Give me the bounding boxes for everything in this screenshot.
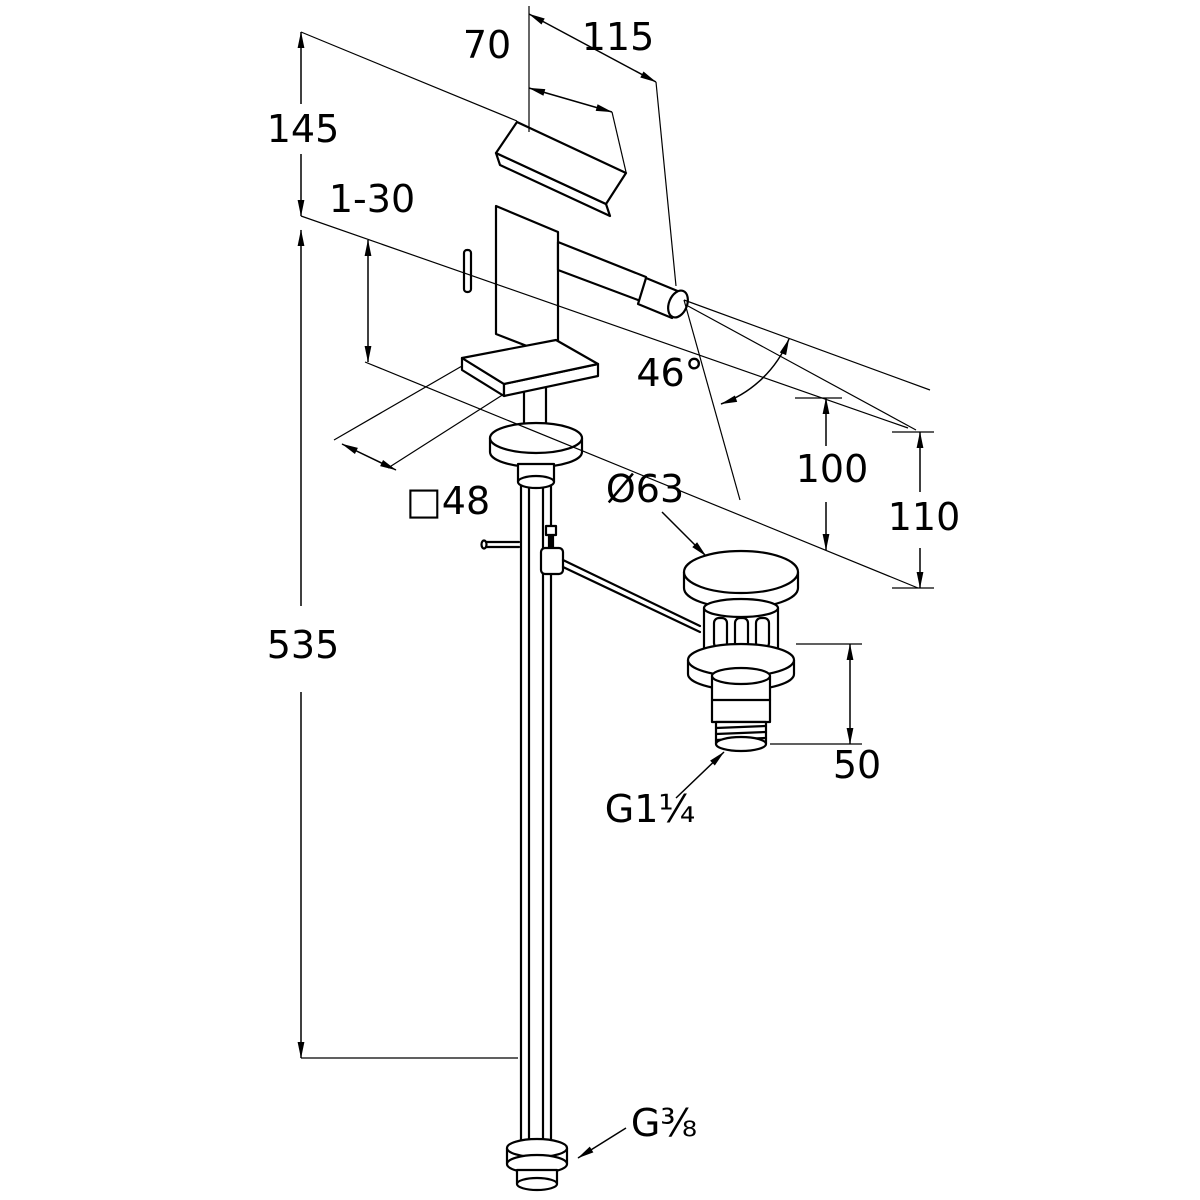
dim-label-115: 115 <box>582 15 655 59</box>
dim-label-g114: G1¼ <box>605 787 695 831</box>
mounting-shank <box>522 386 548 428</box>
dim-100: 100 <box>795 397 869 551</box>
dim-label-535: 535 <box>267 623 340 667</box>
dim-label-g38: G⅜ <box>631 1101 697 1145</box>
deck-reference-line <box>300 215 909 429</box>
supply-connector <box>505 1137 569 1192</box>
dim-label-50: 50 <box>833 743 881 787</box>
faucet-handle <box>494 120 628 218</box>
base-plate <box>460 338 600 398</box>
pop-up-waste <box>682 549 800 753</box>
waste-threaded-tail <box>714 720 768 753</box>
dim-115: 115 <box>528 13 677 287</box>
escutcheon <box>488 421 584 490</box>
dim-70: 70 <box>463 6 627 173</box>
dim-63: Ø63 <box>606 467 707 557</box>
hose-stub <box>480 539 521 550</box>
dim-145: 145 <box>267 31 518 217</box>
dim-label-145: 145 <box>267 107 340 151</box>
handle-top-face <box>494 120 628 206</box>
handle-pin <box>462 248 473 294</box>
aerator <box>636 276 689 320</box>
dim-label-46deg: 46° <box>636 351 703 395</box>
dim-1-30: 1-30 <box>329 177 415 363</box>
faucet-body-block <box>494 204 560 360</box>
dim-g38: G⅜ <box>577 1101 697 1159</box>
faucet-spout <box>556 240 648 305</box>
faucet <box>460 120 702 1148</box>
supply-pipes <box>519 482 553 1148</box>
spout-ray-mid <box>687 305 917 431</box>
dim-50: 50 <box>770 643 881 787</box>
pop-up-rod <box>539 524 702 634</box>
spout-ray-lower <box>683 299 741 501</box>
dim-535: 535 <box>267 229 518 1059</box>
waste-lower-body <box>710 666 772 724</box>
dim-label-1-30: 1-30 <box>329 177 415 221</box>
dim-label-70: 70 <box>463 23 511 67</box>
spout-ray-upper <box>683 299 931 391</box>
dim-48: □48 <box>333 365 505 523</box>
dim-label-110: 110 <box>888 495 961 539</box>
dim-46deg: 46° <box>636 338 790 405</box>
dim-g114: G1¼ <box>605 751 725 831</box>
dim-label-100: 100 <box>796 447 869 491</box>
dim-label-48: □48 <box>406 479 490 523</box>
dim-110: 110 <box>888 431 961 589</box>
dim-label-63: Ø63 <box>606 467 684 511</box>
